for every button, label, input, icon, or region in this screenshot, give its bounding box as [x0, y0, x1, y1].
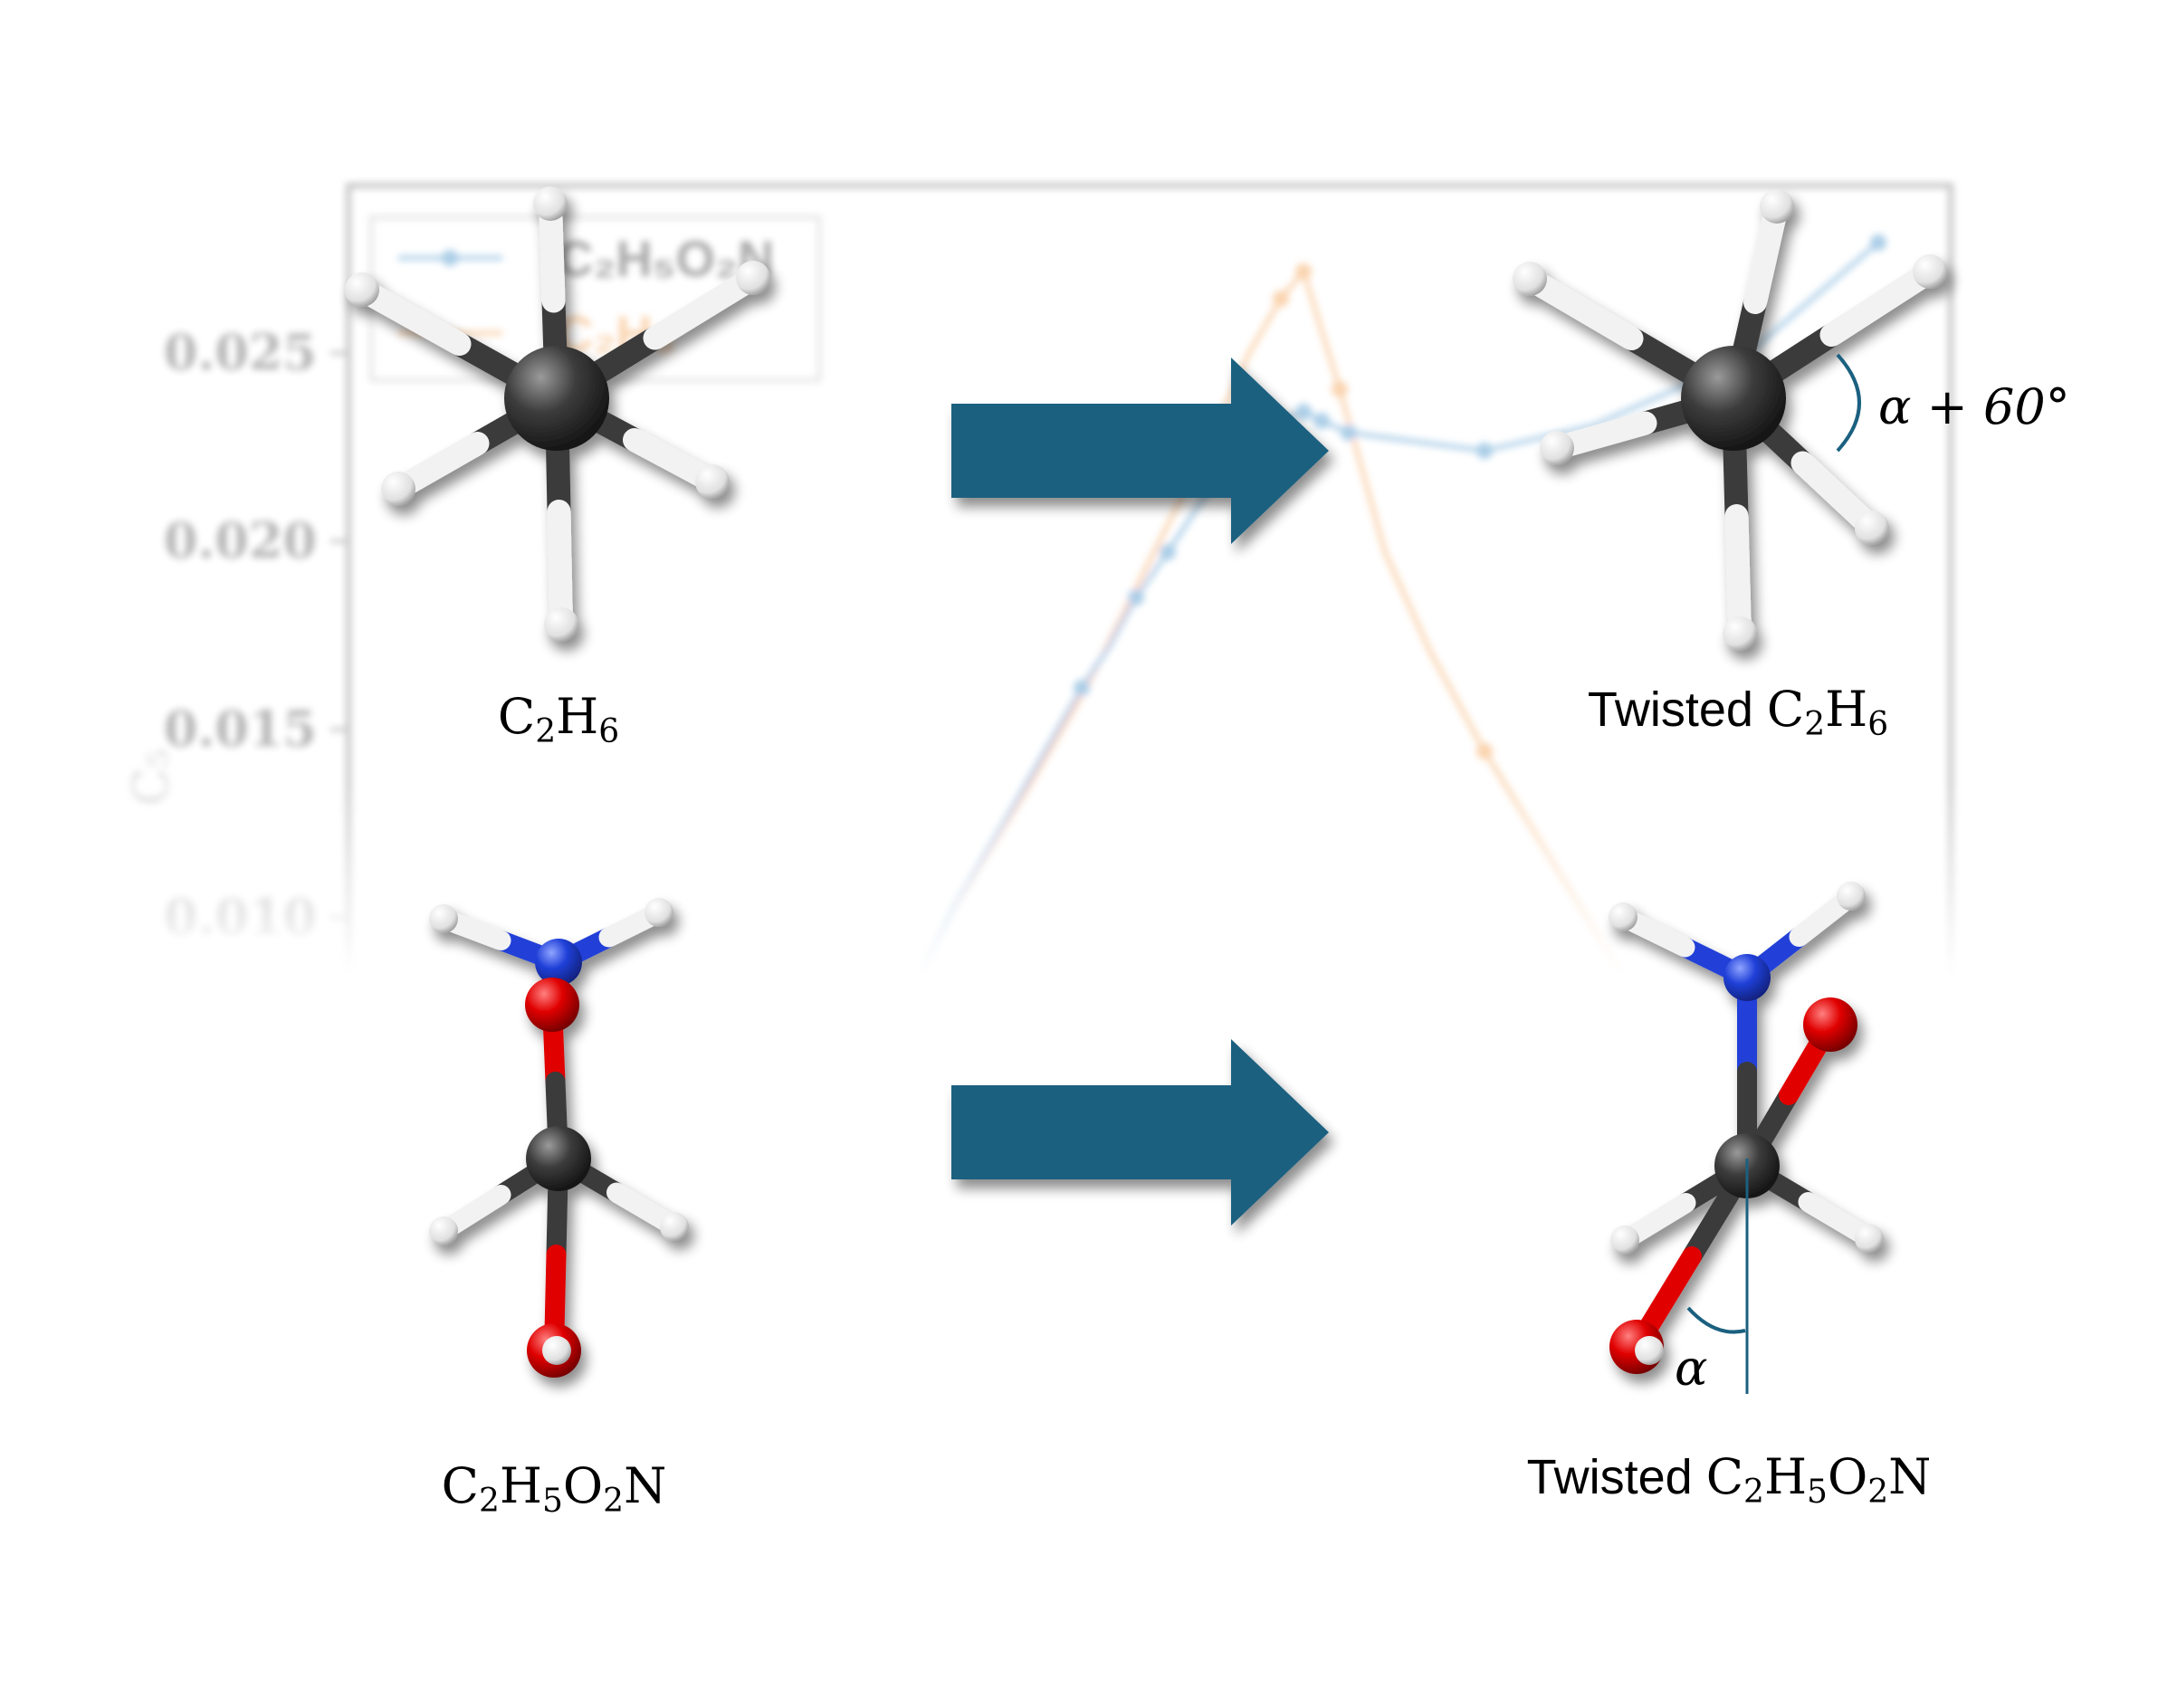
atom-h [1609, 902, 1638, 931]
chart-ylabel: C₅ [122, 749, 179, 806]
atom-h [1513, 262, 1547, 296]
formula-subscript: 5 [1807, 1474, 1828, 1511]
formula-subscript: 2 [478, 1483, 500, 1520]
chart-ytick-label: 0.025 [164, 323, 317, 381]
chart-ytick-label: 0.010 [164, 888, 317, 946]
formula-element: C [1766, 681, 1805, 738]
formula-subscript: 2 [603, 1483, 625, 1520]
molecule-twisted-ethane [1513, 189, 1947, 651]
bond [1518, 267, 1644, 350]
series-line-orange [912, 266, 1632, 988]
atom-c [526, 1126, 591, 1191]
legend-marker-blue [442, 250, 458, 266]
transform-arrow-top [951, 358, 1329, 544]
molecule-ethane [345, 186, 770, 642]
atom-h [645, 898, 673, 927]
atom-h [1855, 1224, 1884, 1253]
label-twisted-ethane: Twisted C2H6 [1588, 681, 1888, 743]
bond [547, 500, 573, 636]
formula-element: H [556, 688, 599, 745]
atom-n [535, 939, 582, 986]
label-twisted-glycine: Twisted C2H5O2N [1527, 1448, 1932, 1511]
angle-label-glycine: α [1675, 1340, 1708, 1397]
bond [1724, 504, 1752, 645]
atom-n [1723, 954, 1771, 1001]
atom-c [1681, 346, 1786, 451]
formula-element: N [1888, 1448, 1932, 1505]
atom-h [381, 472, 415, 506]
atom-h [1913, 254, 1947, 289]
label-ethane: C2H6 [498, 688, 619, 750]
formula-element: O [562, 1457, 604, 1514]
atom-h [1723, 616, 1757, 651]
formula-subscript: 6 [1867, 706, 1889, 743]
atom-h [1855, 510, 1889, 545]
label-prefix: Twisted [1526, 1450, 1706, 1504]
label-glycine: C2H5O2N [442, 1457, 667, 1520]
formula-element: N [624, 1457, 667, 1514]
atom-h [345, 272, 379, 307]
formula-subscript: 2 [535, 713, 557, 750]
formula-subscript: 5 [541, 1483, 563, 1520]
formula-element: H [1825, 681, 1868, 738]
transform-arrow-bottom [951, 1039, 1329, 1226]
angle-arc-ethane [1836, 353, 1861, 453]
molecule-glycine [429, 898, 689, 1378]
bond [1819, 260, 1942, 347]
atom-h [542, 1336, 571, 1365]
atom-o [1803, 997, 1857, 1052]
formula-element: H [499, 1457, 542, 1514]
atom-h [429, 1217, 458, 1245]
atom-c [504, 346, 609, 451]
atom-h [660, 1212, 689, 1241]
atom-h [429, 904, 458, 933]
series-markers [1074, 234, 1886, 696]
atom-h [1837, 882, 1866, 911]
formula-subscript: 2 [1743, 1474, 1764, 1511]
atom-h [1635, 1336, 1664, 1365]
formula-subscript: 2 [1804, 706, 1826, 743]
atom-h [695, 464, 730, 499]
chart-frame [346, 183, 1953, 982]
bond [350, 278, 472, 356]
label-prefix: Twisted [1587, 682, 1767, 737]
atom-h [1760, 189, 1794, 224]
atom-o [525, 978, 579, 1032]
formula-subscript: 2 [1867, 1474, 1889, 1511]
formula-element: H [1763, 1448, 1808, 1505]
formula-element: O [1827, 1448, 1868, 1505]
formula-element: C [441, 1457, 479, 1514]
formula-element: C [497, 688, 536, 745]
atom-h [544, 607, 578, 642]
chart-y-ticks: 0.025 0.020 0.015 0.010 [164, 323, 349, 946]
bond [643, 266, 765, 350]
chart-ytick-label: 0.015 [164, 700, 317, 758]
chart-ytick-label: 0.020 [164, 511, 317, 569]
molecule-twisted-glycine [1609, 882, 1884, 1374]
angle-arc-glycine [1686, 1306, 1746, 1334]
formula-element: C [1705, 1448, 1744, 1505]
atom-h [736, 261, 770, 295]
formula-subscript: 6 [598, 713, 620, 750]
atom-h [1540, 431, 1574, 465]
atom-h [1610, 1226, 1639, 1255]
angle-label-ethane: α + 60° [1878, 378, 2070, 435]
atom-h [533, 186, 568, 221]
